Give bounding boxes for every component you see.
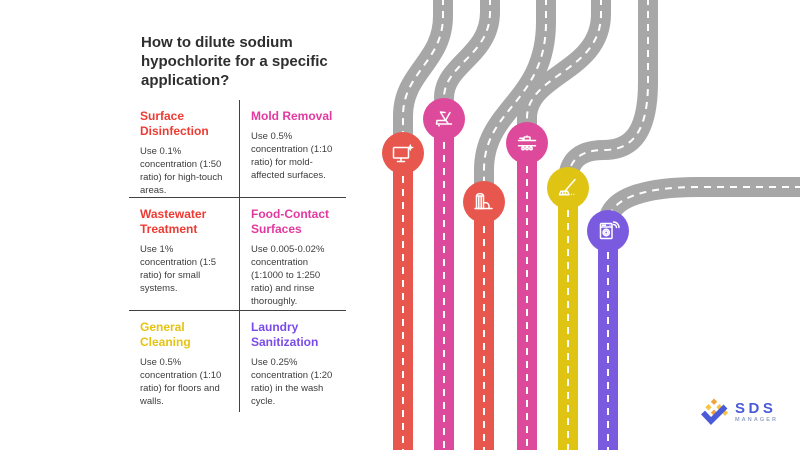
logo-text: SDS MANAGER (735, 401, 778, 424)
food-rack-icon (517, 135, 537, 151)
card-body: Use 1% concentration (1:5 ratio) for sma… (140, 244, 217, 294)
card-body: Use 0.5% concentration (1:10 ratio) for … (140, 357, 222, 407)
node-surface-disinfection (382, 132, 424, 174)
card-heading: Surface Disinfection (140, 109, 209, 138)
logo-text-sds: SDS (735, 399, 777, 417)
road-gray-2-dashes (443, 0, 491, 112)
card-heading: Food-Contact Surfaces (251, 207, 329, 236)
card-body: Use 0.1% concentration (1:50 ratio) for … (140, 146, 223, 196)
card-body: Use 0.005-0.02% concentration (1:1000 to… (251, 244, 325, 307)
card-body: Use 0.25% concentration (1:20 ratio) in … (251, 357, 333, 407)
water-tank-icon (474, 192, 493, 210)
card-food-contact-surfaces: Food-Contact Surfaces Use 0.005-0.02% co… (239, 198, 346, 311)
card-general-cleaning: General Cleaning Use 0.5% concentration … (129, 311, 239, 412)
logo-text-manager: MANAGER (735, 416, 779, 423)
washing-machine-icon (599, 221, 620, 240)
road-gray-3-dashes (483, 0, 547, 194)
monitor-sparkle-icon (392, 143, 414, 163)
card-surface-disinfection: Surface Disinfection Use 0.1% concentrat… (129, 100, 239, 198)
gray-roads (393, 0, 800, 226)
sds-manager-logo: SDS MANAGER (700, 398, 778, 426)
cards-grid: Surface Disinfection Use 0.1% concentrat… (129, 100, 346, 412)
card-body: Use 0.5% concentration (1:10 ratio) for … (251, 131, 333, 181)
mop-icon (558, 178, 576, 196)
card-wastewater-treatment: Wastewater Treatment Use 1% concentratio… (129, 198, 239, 311)
card-heading: Laundry Sanitization (251, 320, 319, 349)
card-laundry-sanitization: Laundry Sanitization Use 0.25% concentra… (239, 311, 346, 412)
card-heading: General Cleaning (140, 320, 191, 349)
page-title: How to dilute sodium hypochlorite for a … (141, 34, 328, 90)
road-gray-1-dashes (402, 0, 444, 142)
card-heading: Mold Removal (251, 109, 333, 123)
road-gray-4-dashes (526, 0, 602, 136)
sds-logo-mark-icon (700, 398, 728, 425)
card-heading: Wastewater Treatment (140, 207, 207, 236)
colored-roads (393, 112, 618, 450)
scrubber-icon (435, 111, 453, 127)
road-gray-6 (598, 177, 800, 226)
road-gray-5-dashes (567, 0, 649, 183)
icon-nodes (382, 98, 629, 252)
card-mold-removal: Mold Removal Use 0.5% concentration (1:1… (239, 100, 346, 198)
node-food-contact (506, 122, 548, 164)
